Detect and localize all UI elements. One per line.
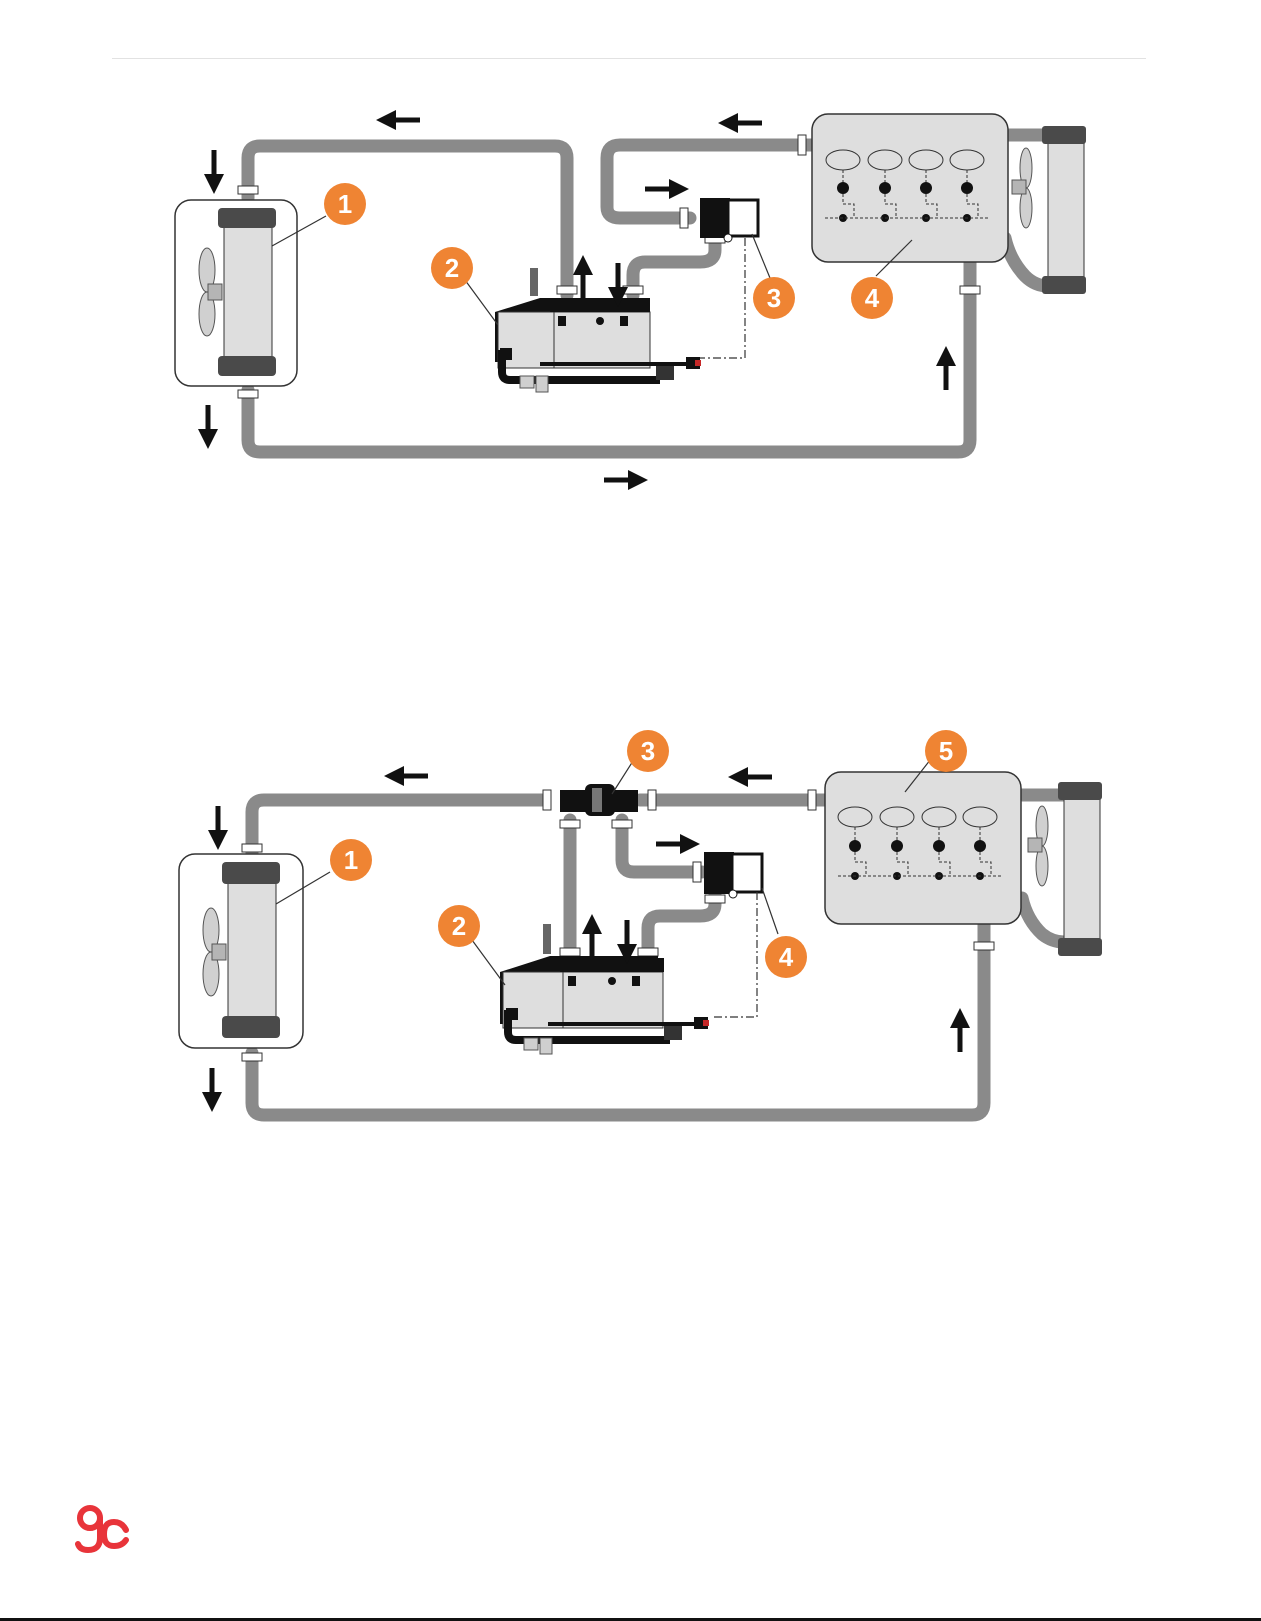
callout-badge: 3 bbox=[627, 730, 669, 772]
circulation-pump bbox=[704, 852, 762, 1017]
fan-icon bbox=[1028, 806, 1048, 886]
svg-text:1: 1 bbox=[344, 845, 358, 875]
callout-badge: 2 bbox=[431, 247, 473, 289]
svg-text:3: 3 bbox=[641, 736, 655, 766]
radiator-with-fan bbox=[175, 200, 297, 386]
gc-logo-icon bbox=[70, 1500, 130, 1556]
svg-text:1: 1 bbox=[338, 189, 352, 219]
svg-text:4: 4 bbox=[779, 942, 794, 972]
coolant-circuit-diagram-1: 1 2 3 4 bbox=[0, 100, 1261, 520]
circulation-pump bbox=[700, 198, 758, 358]
svg-text:2: 2 bbox=[452, 911, 466, 941]
radiator-with-fan bbox=[179, 854, 303, 1048]
callout-badge: 1 bbox=[324, 183, 366, 225]
tee-valve bbox=[560, 784, 638, 816]
top-divider bbox=[112, 58, 1146, 59]
svg-text:4: 4 bbox=[865, 283, 880, 313]
fan-icon bbox=[1012, 148, 1032, 228]
callout-badge: 2 bbox=[438, 905, 480, 947]
svg-text:2: 2 bbox=[445, 253, 459, 283]
callout-badge: 3 bbox=[753, 277, 795, 319]
coolant-circuit-diagram-2: 1 2 3 4 5 bbox=[0, 720, 1261, 1160]
callout-badge: 4 bbox=[765, 936, 807, 978]
heater-unit bbox=[500, 924, 709, 1054]
svg-text:5: 5 bbox=[939, 736, 953, 766]
engine-block bbox=[825, 772, 1021, 924]
callout-badge: 1 bbox=[330, 839, 372, 881]
engine-block bbox=[812, 114, 1008, 262]
callout-badge: 4 bbox=[851, 277, 893, 319]
heater-unit bbox=[495, 268, 701, 392]
svg-text:3: 3 bbox=[767, 283, 781, 313]
callout-badge: 5 bbox=[925, 730, 967, 772]
